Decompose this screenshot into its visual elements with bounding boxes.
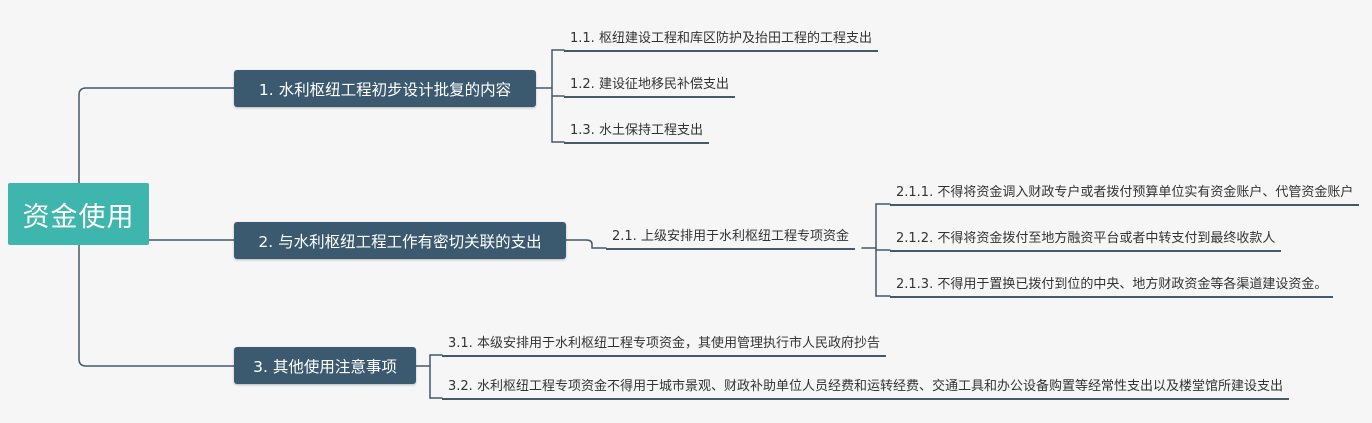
edge-branch2-leaf21: [565, 239, 607, 249]
leaf-topic-3-2[interactable]: 3.2. 水利枢纽工程专项资金不得用于城市景观、财政补助单位人员经费和运转经费、…: [442, 377, 1289, 400]
leaf-topic-3-1[interactable]: 3.1. 本级安排用于水利枢纽工程专项资金，其使用管理执行市人民政府抄告: [442, 334, 886, 357]
root-topic[interactable]: 资金使用: [8, 183, 149, 245]
edge-root-branch3: [78, 244, 235, 367]
leaf-topic-1-3[interactable]: 1.3. 水土保持工程支出: [564, 121, 709, 144]
leaf-topic-2-1[interactable]: 2.1. 上级安排用于水利枢纽工程专项资金: [606, 227, 855, 250]
edge-root-branch1: [78, 87, 235, 184]
leaf-topic-1-2[interactable]: 1.2. 建设征地移民补偿支出: [564, 75, 735, 98]
leaf-topic-2-1-3[interactable]: 2.1.3. 不得用于置换已拨付到位的中央、地方财政资金等各渠道建设资金。: [890, 275, 1334, 298]
branch-topic-1[interactable]: 1. 水利枢纽工程初步设计批复的内容: [234, 70, 536, 107]
leaf-topic-2-1-2[interactable]: 2.1.2. 不得将资金拨付至地方融资平台或者中转支付到最终收款人: [890, 229, 1282, 252]
leaf-topic-2-1-1[interactable]: 2.1.1. 不得将资金调入财政专户或者拨付预算单位实有资金账户、代管资金账户: [890, 183, 1360, 206]
leaf-topic-1-1[interactable]: 1.1. 枢纽建设工程和库区防护及抬田工程的工程支出: [564, 29, 878, 52]
branch-topic-2[interactable]: 2. 与水利枢纽工程工作有密切关联的支出: [234, 222, 566, 259]
branch-topic-3[interactable]: 3. 其他使用注意事项: [234, 347, 416, 384]
